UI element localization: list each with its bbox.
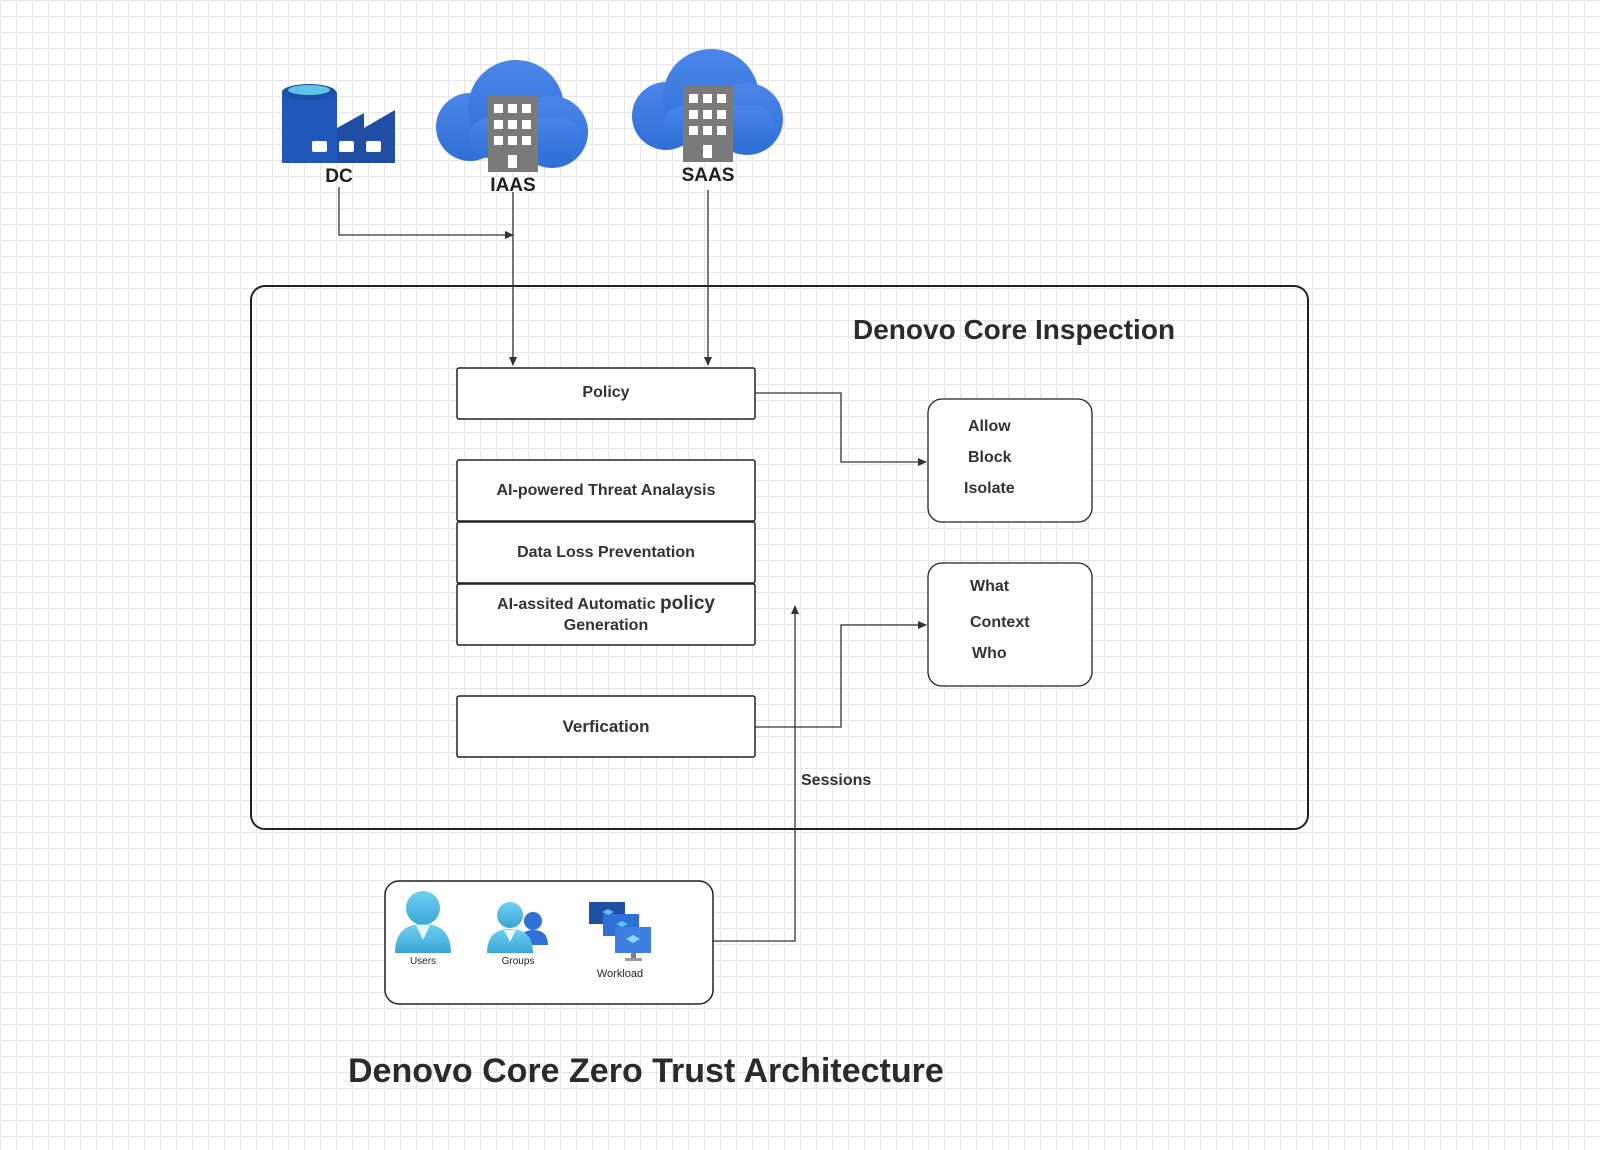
policy-generation-policy-word: policy bbox=[660, 593, 715, 614]
context-box[interactable] bbox=[927, 562, 1093, 687]
action-allow: Allow bbox=[968, 418, 1011, 435]
users-label: Users bbox=[409, 956, 437, 967]
policy-label: Policy bbox=[582, 383, 630, 401]
threat-analysis-box[interactable] bbox=[456, 459, 756, 522]
policy-generation-prefix: AI-assited Automatic bbox=[497, 596, 661, 613]
verification-to-context-connector bbox=[755, 621, 927, 728]
cloud-building-icon bbox=[436, 60, 588, 172]
policy-generation-box[interactable] bbox=[456, 583, 756, 646]
context-context: Context bbox=[970, 614, 1030, 631]
policy-to-actions-connector bbox=[755, 392, 927, 466]
workload-label: Workload bbox=[596, 968, 644, 980]
policy-generation-line1: AI-assited Automatic policy bbox=[497, 593, 715, 615]
dlp-label: Data Loss Preventation bbox=[517, 543, 695, 561]
sessions-label: Sessions bbox=[801, 772, 872, 789]
saas-label: SAAS bbox=[681, 165, 735, 186]
diagram-title: Denovo Core Zero Trust Architecture bbox=[348, 1052, 944, 1090]
actions-box[interactable] bbox=[927, 398, 1093, 523]
dc-label: DC bbox=[325, 166, 353, 187]
action-block: Block bbox=[968, 449, 1012, 466]
inspection-title: Denovo Core Inspection bbox=[853, 314, 1176, 345]
verification-label: Verfication bbox=[562, 716, 650, 736]
sessions-connector bbox=[713, 605, 799, 942]
policy-generation-line2: Generation bbox=[563, 617, 649, 634]
action-isolate: Isolate bbox=[964, 480, 1015, 497]
threat-analysis-label: AI-powered Threat Analaysis bbox=[496, 481, 716, 499]
cloud-building-icon bbox=[632, 49, 783, 162]
iaas-label: IAAS bbox=[490, 175, 536, 196]
inspection-container bbox=[250, 285, 1309, 830]
dc-connector bbox=[338, 187, 514, 239]
group-icon bbox=[487, 902, 548, 953]
user-icon bbox=[395, 891, 451, 953]
context-what: What bbox=[970, 578, 1010, 595]
dlp-box[interactable] bbox=[456, 521, 756, 584]
context-who: Who bbox=[972, 645, 1007, 662]
factory-database-icon bbox=[282, 84, 395, 163]
identities-box[interactable] bbox=[384, 880, 714, 1005]
policy-generation-label: AI-assited Automatic policy Generation bbox=[457, 584, 755, 645]
workload-icon bbox=[589, 902, 651, 961]
groups-label: Groups bbox=[501, 956, 535, 967]
